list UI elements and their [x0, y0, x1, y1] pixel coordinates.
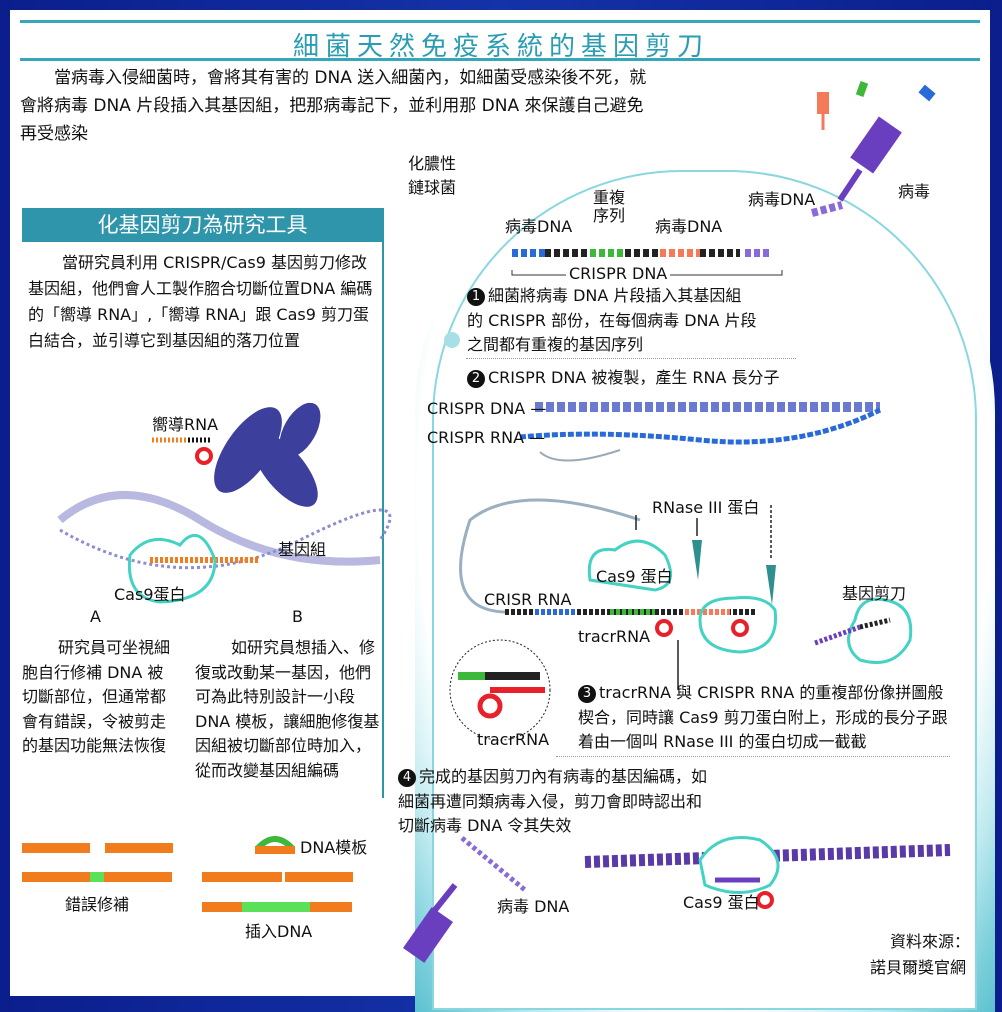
cas9-bottom-label: Cas9 蛋白 — [683, 893, 760, 912]
divider — [556, 756, 950, 757]
cas9-cloud-icon — [587, 539, 673, 592]
genome-dna-strand — [57, 491, 381, 566]
dna-template-label: DNA模板 — [300, 838, 368, 857]
step1-text: 細菌將病毒 DNA 片段插入其基因組的 CRISPR 部份，在每個病毒 DNA … — [467, 286, 757, 354]
crisr-rna-label: CRISR RNA — [484, 590, 572, 609]
source-value: 諾貝爾獎官網 — [870, 958, 967, 977]
cas9-protein-label: Cas9 蛋白 — [596, 567, 673, 586]
virus-dna-bottom-label: 病毒 DNA — [497, 897, 570, 916]
crispr-dna-label: CRISPR DNA — — [427, 399, 547, 418]
repeat-label-1: 重複 — [593, 188, 626, 207]
step3-rna-processing — [449, 498, 913, 741]
chromosome-icon — [214, 402, 321, 507]
guide-rna-label: 嚮導RNA — [152, 415, 219, 434]
left-section-body: 當研究員利用 CRISPR/Cas9 基因剪刀修改基因組，他們會人工製作脗合切斷… — [28, 253, 373, 350]
virus-icons — [403, 81, 936, 963]
intro-text: 當病毒入侵細菌時，會將其有害的 DNA 送入細菌內，如細菌受感染後不死，就會將病… — [20, 68, 647, 144]
virus-large-icon — [837, 116, 902, 202]
virus-bottom-icon — [403, 883, 458, 963]
rnase-icon-2 — [766, 565, 776, 605]
step2-number: 2 — [467, 370, 485, 388]
tracr-rna-label: tracrRNA — [578, 627, 651, 646]
option-b-label: B — [292, 607, 303, 626]
cas9-outline — [127, 533, 217, 604]
left-cas9-label: Cas9蛋白 — [114, 585, 186, 604]
option-a-text: 研究員可坐視細胞自行修補 DNA 被切斷部位，但通常都會有錯誤，令被剪走的基因功… — [22, 638, 171, 755]
bacterium-label-2: 鏈球菌 — [408, 178, 457, 197]
insert-dna-label: 插入DNA — [245, 922, 313, 941]
option-b-text: 如研究員想插入、修復或改動某一基因，他們可為此特別設計一小段 DNA 模板，讓細… — [195, 638, 380, 780]
insert-dna-diagram — [202, 836, 353, 912]
virus-dna-top-label: 病毒DNA — [748, 190, 816, 209]
tracr-zoom-label: tracrRNA — [477, 730, 550, 749]
virus-label: 病毒 — [898, 182, 931, 201]
step4-number: 4 — [398, 769, 416, 787]
title-rule-top — [20, 20, 980, 23]
repeat-label-2: 序列 — [593, 206, 626, 225]
step3-text: tracrRNA 與 CRISPR RNA 的重複部份像拼圖般楔合，同時讓 Ca… — [578, 683, 948, 751]
left-section-border — [382, 208, 384, 798]
step4-text: 完成的基因剪刀內有病毒的基因編碼，如細菌再遭同類病毒入侵，剪刀會即時認出和切斷病… — [398, 767, 708, 835]
step2-text: CRISPR DNA 被複製，產生 RNA 長分子 — [488, 368, 780, 387]
genome-label: 基因組 — [278, 540, 327, 559]
crispr-dna-bracket-label: CRISPR DNA — [566, 262, 671, 286]
virus-dna-left-label: 病毒DNA — [505, 217, 573, 236]
error-repair-diagram — [22, 843, 173, 882]
step2-dna-rna — [519, 402, 882, 462]
option-a-label: A — [90, 607, 101, 626]
step4-cut-dna — [460, 836, 951, 909]
divider — [466, 358, 796, 359]
page-title: 細菌天然免疫系統的基因剪刀 — [292, 32, 709, 62]
virus-dna-right-label: 病毒DNA — [655, 217, 723, 236]
gene-scissors-icon — [847, 597, 913, 664]
bacterium-label-1: 化膿性 — [408, 154, 457, 173]
rnase-icon — [692, 540, 702, 580]
step1-number: 1 — [467, 288, 485, 306]
step3-number: 3 — [578, 685, 596, 703]
left-section-heading: 化基因剪刀為研究工具 — [22, 208, 383, 242]
gene-scissors-label: 基因剪刀 — [842, 584, 907, 603]
guide-rna-icon — [152, 437, 213, 465]
source-label: 資料來源： — [890, 932, 971, 951]
error-repair-label: 錯誤修補 — [65, 895, 130, 914]
title-rule-bottom — [20, 58, 980, 61]
rnase-label: RNase III 蛋白 — [652, 498, 760, 517]
crispr-rna-label: CRISPR RNA — — [427, 428, 546, 447]
